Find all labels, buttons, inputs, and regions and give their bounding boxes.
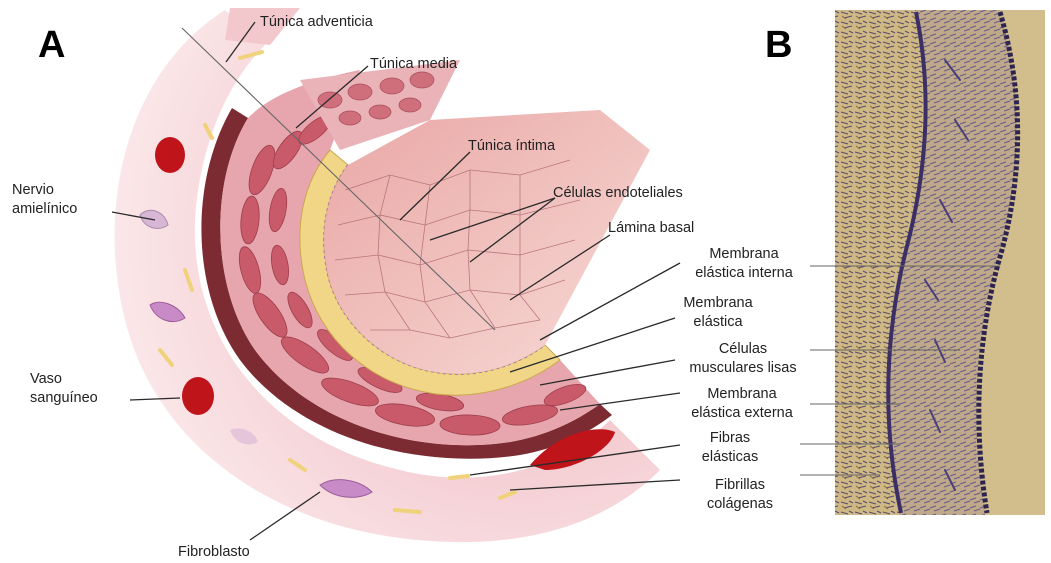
label-membrana-elastica-2: elástica [693, 314, 743, 330]
label-fibroblasto: Fibroblasto [178, 544, 250, 560]
label-tunica-intima: Túnica íntima [468, 138, 556, 154]
label-membrana-elastica-externa-2: elástica externa [691, 405, 793, 421]
label-tunica-adventicia: Túnica adventicia [260, 14, 374, 30]
label-membrana-elastica-1: Membrana [683, 295, 753, 311]
label-lamina-basal: Lámina basal [608, 220, 694, 236]
label-celulas-musculares-2: musculares lisas [689, 360, 796, 376]
label-membrana-elastica-interna-1: Membrana [709, 246, 779, 262]
label-celulas-musculares-1: Células [719, 341, 767, 357]
label-fibrillas-colagenas-1: Fibrillas [715, 477, 765, 493]
label-celulas-endoteliales: Células endoteliales [553, 185, 683, 201]
label-fibrillas-colagenas-2: colágenas [707, 496, 773, 512]
label-tunica-media: Túnica media [370, 56, 458, 72]
label-nervio-amielinico-1: Nervio [12, 182, 54, 198]
label-membrana-elastica-externa-1: Membrana [707, 386, 777, 402]
label-fibras-elasticas-1: Fibras [710, 430, 750, 446]
label-nervio-amielinico-2: amielínico [12, 201, 77, 217]
blood-cell-lower [182, 377, 214, 415]
label-membrana-elastica-interna-2: elástica interna [695, 265, 793, 281]
label-vaso-sanguineo-2: sanguíneo [30, 390, 98, 406]
label-vaso-sanguineo-1: Vaso [30, 371, 62, 387]
panel-b-letter: B [765, 24, 792, 66]
panel-a-letter: A [38, 24, 65, 66]
label-fibras-elasticas-2: elásticas [702, 449, 758, 465]
histology-micrograph [835, 10, 1045, 515]
blood-cell-upper [155, 137, 185, 173]
